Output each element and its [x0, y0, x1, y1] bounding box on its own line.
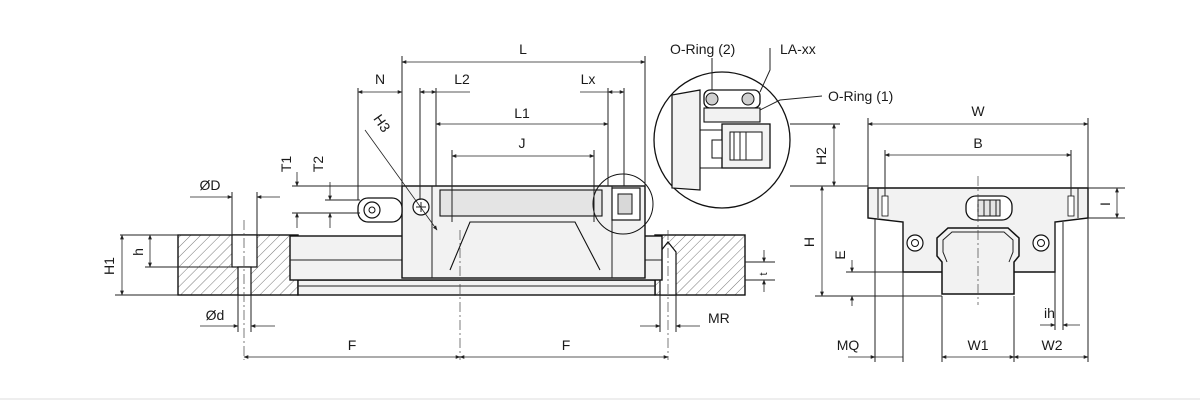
dim-N: N	[375, 71, 385, 87]
side-view: L N L2 Lx L1 J H3	[101, 41, 775, 360]
front-view: W B H E I ih MQ	[801, 103, 1125, 362]
dim-h: h	[130, 248, 146, 256]
dim-T2: T2	[310, 156, 326, 173]
footer-divider	[0, 398, 1200, 400]
counterbore-hole	[231, 234, 258, 268]
dim-L: L	[519, 41, 527, 57]
dim-H: H	[801, 237, 817, 247]
dim-L1: L1	[514, 105, 530, 121]
dim-t: t	[758, 272, 770, 275]
dim-H1: H1	[101, 257, 117, 275]
label-o-ring-1: O-Ring (1)	[828, 88, 893, 104]
label-la-xx: LA-xx	[780, 41, 816, 57]
dim-L2: L2	[454, 71, 470, 87]
dim-Lx: Lx	[581, 71, 596, 87]
dim-ih: ih	[1044, 305, 1055, 321]
dim-W1: W1	[968, 337, 989, 353]
end-seal	[592, 173, 654, 235]
dim-I: I	[1097, 202, 1113, 206]
seal-detail-view: O-Ring (2) LA-xx O-Ring (1) H2	[653, 41, 893, 209]
dim-T1: T1	[278, 156, 294, 173]
dim-H3: H3	[370, 111, 393, 135]
dim-F-left: F	[348, 337, 357, 353]
dim-MR: MR	[708, 310, 730, 326]
dim-MQ: MQ	[837, 337, 860, 353]
dim-F-right: F	[562, 337, 571, 353]
dim-W: W	[971, 103, 985, 119]
label-o-ring-2: O-Ring (2)	[670, 41, 735, 57]
dim-W2: W2	[1042, 337, 1063, 353]
dim-E: E	[832, 250, 848, 259]
dim-J: J	[519, 135, 526, 151]
grease-nipple-front	[965, 195, 1013, 221]
base-plate-middle	[297, 279, 656, 296]
dim-H2: H2	[813, 147, 829, 165]
dim-B: B	[973, 135, 982, 151]
dim-Od: Ød	[206, 307, 225, 323]
dim-OD: ØD	[200, 177, 221, 193]
grease-nipple-side	[357, 197, 430, 223]
